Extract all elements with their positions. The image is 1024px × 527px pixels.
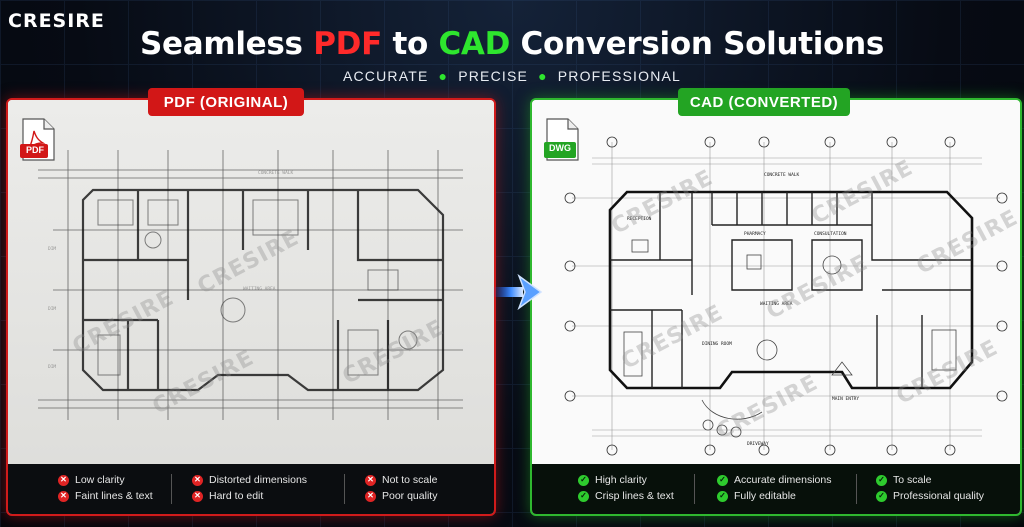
cad-floor-plan: WAITING AREA CONCRETE WALK RECEPTION PHARM… [532, 100, 1020, 464]
benefit-item: ✓ To scale [876, 472, 984, 488]
benefits-column-2: ✓ Accurate dimensions ✓ Fully editable [717, 472, 831, 504]
issue-label: Low clarity [75, 474, 125, 486]
issue-label: Poor quality [382, 490, 438, 502]
title-prefix: Seamless [139, 26, 314, 62]
issues-column-2: ✕ Distorted dimensions ✕ Hard to edit [192, 472, 307, 504]
pdf-file-icon [20, 118, 55, 161]
title-middle: to [381, 26, 439, 62]
divider [856, 474, 857, 504]
pdf-floor-plan-drawing: WAITING AREA CONCRETE WALK DIM DIM DIM [38, 150, 463, 420]
svg-text:RECEPTION: RECEPTION [627, 216, 652, 222]
page-title: Seamless PDF to CAD Conversion Solutions [0, 26, 1024, 62]
svg-text:DIM: DIM [48, 364, 56, 370]
benefit-item: ✓ Professional quality [876, 488, 984, 504]
svg-text:MAIN ENTRY: MAIN ENTRY [832, 396, 859, 402]
issue-label: Not to scale [382, 474, 438, 486]
title-pdf: PDF [313, 26, 382, 62]
check-icon: ✓ [876, 490, 887, 502]
title-cad: CAD [438, 26, 511, 62]
benefits-column-1: ✓ High clarity ✓ Crisp lines & text [578, 472, 674, 504]
issues-column-1: ✕ Low clarity ✕ Faint lines & text [58, 472, 153, 504]
issue-label: Distorted dimensions [209, 474, 308, 486]
issue-item: ✕ Distorted dimensions [192, 472, 307, 488]
x-icon: ✕ [192, 490, 203, 502]
benefit-label: Professional quality [893, 490, 985, 502]
bullet-dot-icon: ● [538, 68, 548, 84]
subtitle: ACCURATE ● PRECISE ● PROFESSIONAL [0, 68, 1024, 84]
benefit-label: Fully editable [734, 490, 796, 502]
svg-text:DIM: DIM [48, 306, 56, 312]
benefit-item: ✓ High clarity [578, 472, 674, 488]
divider [694, 474, 695, 504]
svg-text:DRIVEWAY: DRIVEWAY [747, 441, 769, 447]
subtitle-item-1: ACCURATE [342, 68, 429, 84]
issue-item: ✕ Not to scale [365, 472, 437, 488]
dwg-file-icon [544, 118, 579, 161]
benefit-item: ✓ Accurate dimensions [717, 472, 831, 488]
cad-floor-plan-drawing: WAITING AREA CONCRETE WALK RECEPTION PHARM… [564, 136, 1008, 456]
benefits-column-3: ✓ To scale ✓ Professional quality [876, 472, 984, 504]
benefit-label: To scale [893, 474, 932, 486]
bullet-dot-icon: ● [438, 68, 449, 84]
issue-item: ✕ Poor quality [365, 488, 437, 504]
issue-label: Hard to edit [209, 490, 264, 502]
svg-text:CONSULTATION: CONSULTATION [814, 231, 847, 237]
x-icon: ✕ [58, 474, 69, 486]
pdf-original-badge: PDF (ORIGINAL) [148, 88, 304, 116]
svg-text:WAITING AREA: WAITING AREA [760, 301, 793, 307]
brand-logo: CRESIRE [8, 10, 105, 32]
svg-text:CONCRETE WALK: CONCRETE WALK [764, 172, 800, 178]
benefit-label: Accurate dimensions [734, 474, 832, 486]
benefit-label: Crisp lines & text [595, 490, 674, 502]
dwg-file-icon-label: DWG [549, 143, 571, 153]
benefit-item: ✓ Crisp lines & text [578, 488, 674, 504]
issue-item: ✕ Low clarity [58, 472, 153, 488]
x-icon: ✕ [365, 474, 376, 486]
svg-text:PHARMACY: PHARMACY [744, 231, 766, 237]
divider [171, 474, 172, 504]
cad-converted-badge: CAD (CONVERTED) [678, 88, 850, 116]
x-icon: ✕ [58, 490, 69, 502]
benefit-item: ✓ Fully editable [717, 488, 831, 504]
right-arrow-icon [493, 273, 543, 311]
cad-converted-panel: WAITING AREA CONCRETE WALK RECEPTION PHARM… [530, 98, 1022, 516]
title-suffix: Conversion Solutions [510, 26, 885, 62]
issue-label: Faint lines & text [75, 490, 153, 502]
x-icon: ✕ [365, 490, 376, 502]
issues-column-3: ✕ Not to scale ✕ Poor quality [365, 472, 437, 504]
pdf-issues-footer: ✕ Low clarity ✕ Faint lines & text ✕ Distor… [8, 464, 494, 514]
svg-text:DINING ROOM: DINING ROOM [702, 341, 732, 347]
pdf-file-icon-label: PDF [26, 145, 44, 155]
benefit-label: High clarity [595, 474, 647, 486]
check-icon: ✓ [717, 474, 728, 486]
divider [344, 474, 345, 504]
svg-text:WAITING AREA: WAITING AREA [243, 286, 276, 292]
issue-item: ✕ Hard to edit [192, 488, 307, 504]
svg-text:DIM: DIM [48, 246, 56, 252]
x-icon: ✕ [192, 474, 203, 486]
check-icon: ✓ [876, 474, 887, 486]
subtitle-item-2: PRECISE [458, 68, 529, 84]
check-icon: ✓ [717, 490, 728, 502]
svg-text:CONCRETE WALK: CONCRETE WALK [258, 170, 294, 176]
subtitle-item-3: PROFESSIONAL [557, 68, 682, 84]
check-icon: ✓ [578, 474, 589, 486]
issue-item: ✕ Faint lines & text [58, 488, 153, 504]
check-icon: ✓ [578, 490, 589, 502]
cad-benefits-footer: ✓ High clarity ✓ Crisp lines & text ✓ Accur… [532, 464, 1020, 514]
